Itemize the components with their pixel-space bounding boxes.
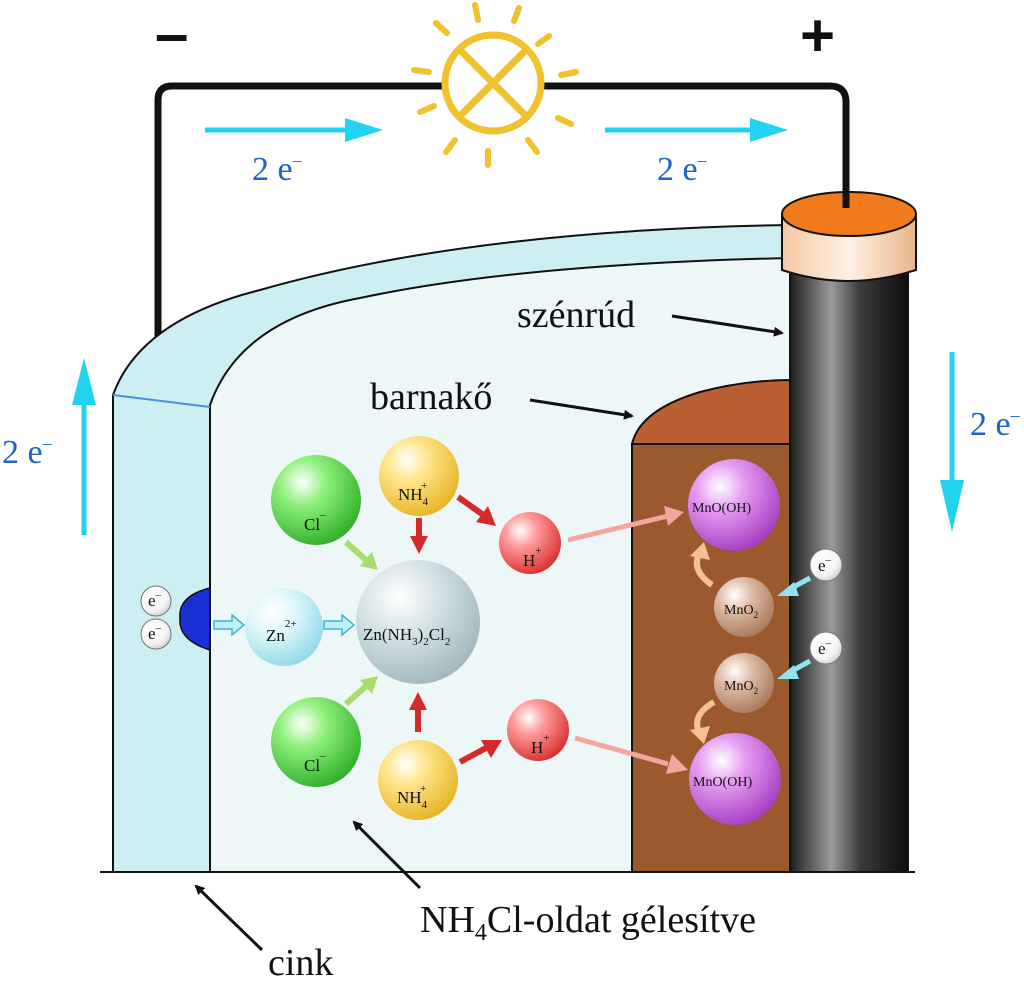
zinc-ion: Zn2+ xyxy=(245,588,323,666)
svg-text:MnO2: MnO2 xyxy=(724,679,758,696)
proton-top: H+ xyxy=(499,512,561,574)
electron-arrow-right-down-icon xyxy=(940,352,964,532)
zinc-pointer xyxy=(196,886,262,950)
mno-oh-particle-top: MnO(OH) xyxy=(688,459,780,551)
electron-arrow-top-left-icon xyxy=(205,118,383,142)
mno2-particle-top: MnO2 xyxy=(714,577,774,637)
manganese-label: barnakő xyxy=(370,376,492,418)
electron-particle: e– xyxy=(810,632,842,664)
mno2-particle-bottom: MnO2 xyxy=(714,653,774,713)
electron-flow-label-left: 2 e– xyxy=(2,433,53,471)
proton-bottom: H+ xyxy=(507,699,569,761)
ammonium-ion-bottom: NH4+ xyxy=(378,740,458,820)
svg-text:MnO(OH): MnO(OH) xyxy=(692,501,751,516)
zinc-ammine-complex: Zn(NH3)2Cl2 xyxy=(356,560,480,684)
ammonium-ion-top: NH4+ xyxy=(379,436,459,516)
zinc-label: cink xyxy=(268,942,333,981)
electron-arrow-left-up-icon xyxy=(72,358,96,535)
electron-flow-label-top-left: 2 e– xyxy=(252,150,303,188)
negative-terminal-sign: – xyxy=(155,0,188,67)
electron-flow-label-top-right: 2 e– xyxy=(657,150,708,188)
electron-particle: e– xyxy=(141,586,171,616)
electron-flow-label-right: 2 e– xyxy=(970,405,1021,443)
chloride-ion-bottom: Cl– xyxy=(271,697,361,787)
chloride-ion-top: Cl– xyxy=(271,455,361,545)
svg-text:MnO(OH): MnO(OH) xyxy=(693,775,752,790)
electrolyte-label: NH4Cl-oldat gélesítve xyxy=(420,899,756,946)
carbon-rod-label: szénrúd xyxy=(517,294,635,336)
carbon-rod xyxy=(790,270,908,872)
svg-text:MnO2: MnO2 xyxy=(724,603,758,620)
positive-terminal-sign: + xyxy=(800,2,835,69)
mno-oh-particle-bottom: MnO(OH) xyxy=(689,733,781,825)
electron-particle: e– xyxy=(810,549,842,581)
electron-particle: e– xyxy=(141,619,171,649)
electron-arrow-top-right-icon xyxy=(605,118,788,142)
